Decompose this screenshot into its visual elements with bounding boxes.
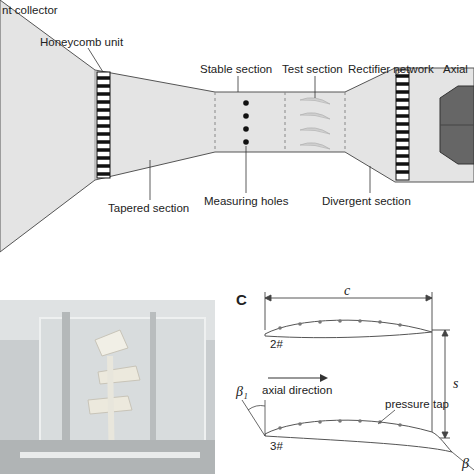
- dimension-line: [265, 292, 450, 440]
- part-label: 3#: [270, 440, 283, 453]
- section-boundary: [215, 92, 345, 152]
- measuring-hole: [243, 100, 249, 145]
- axial-fan: [440, 86, 474, 164]
- honeycomb-unit: [97, 72, 110, 178]
- part-label: nt collector: [2, 4, 58, 17]
- photo: [0, 300, 215, 474]
- part-label: C: [236, 292, 247, 309]
- axial-arrow: [320, 374, 328, 382]
- tunnel-body: [0, 0, 474, 252]
- part-label: s: [453, 376, 458, 391]
- part-label: β₁: [236, 384, 248, 399]
- part-label: Stable section: [200, 63, 272, 76]
- part-label: Test section: [282, 63, 343, 76]
- part-label: Measuring holes: [204, 195, 288, 208]
- part-label: Rectifier network: [348, 63, 434, 76]
- part-label: Axial: [443, 63, 468, 76]
- part-label: Honeycomb unit: [40, 36, 123, 49]
- blade-profile: [265, 320, 432, 338]
- section-edge: [95, 70, 96, 180]
- part-label: c: [344, 283, 350, 298]
- pressure-tap: [278, 319, 402, 430]
- rectifier-network: [396, 70, 409, 180]
- axial-arrow: [268, 377, 322, 378]
- part-label: axial direction: [262, 384, 332, 397]
- axial-fan: [440, 125, 474, 126]
- part-label: pressure tap: [385, 398, 449, 411]
- blade-profile: [265, 420, 452, 452]
- cascade-blade: [300, 98, 330, 149]
- part-label: 2#: [270, 338, 283, 351]
- angle-line: [242, 400, 474, 470]
- part-label: β: [462, 456, 469, 471]
- part-label: Tapered section: [108, 202, 189, 215]
- part-label: Divergent section: [322, 195, 411, 208]
